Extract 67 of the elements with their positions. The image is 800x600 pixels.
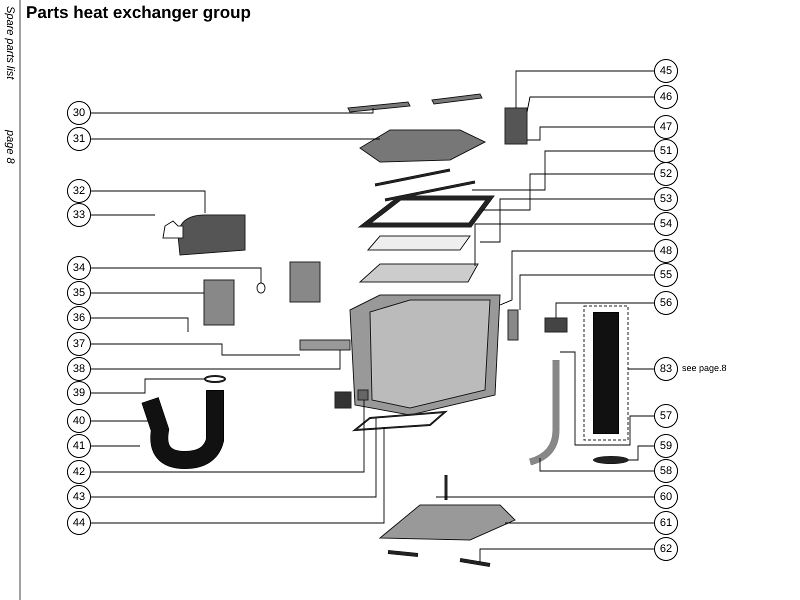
leader-line [480, 198, 654, 242]
callout-number: 46 [654, 85, 678, 109]
leader-line [90, 214, 156, 216]
callout-number: 55 [654, 263, 678, 287]
callout-number: 42 [67, 460, 91, 484]
leader-line [90, 350, 340, 370]
callout-number: 51 [654, 139, 678, 163]
leader-line [560, 352, 654, 446]
leader-line [504, 522, 654, 524]
leader-line [90, 418, 376, 498]
leader-line [90, 268, 262, 284]
leader-line [474, 224, 654, 266]
callout-number: 61 [654, 511, 678, 535]
leader-line [540, 458, 654, 472]
callout-number: 31 [67, 127, 91, 151]
callout-number: 59 [654, 434, 678, 458]
leader-line [90, 138, 380, 140]
callout-number: 41 [67, 434, 91, 458]
callout-number: 38 [67, 357, 91, 381]
leader-line [526, 126, 654, 140]
leader-line [90, 344, 300, 356]
leader-line [556, 302, 654, 318]
leader-line [90, 400, 364, 472]
leader-line [526, 96, 654, 112]
callout-number: 44 [67, 511, 91, 535]
callout-number: 52 [654, 162, 678, 186]
leader-line [90, 420, 148, 422]
leader-line [628, 368, 654, 370]
callout-number: 39 [67, 381, 91, 405]
callout-number: 45 [654, 59, 678, 83]
callout-number: 57 [654, 404, 678, 428]
page-reference: see page.8 [682, 363, 727, 373]
leader-line [90, 190, 206, 214]
callout-number: 58 [654, 459, 678, 483]
callout-number: 35 [67, 281, 91, 305]
callout-number: 32 [67, 179, 91, 203]
callout-number: 54 [654, 212, 678, 236]
callout-number: 30 [67, 101, 91, 125]
callout-number: 33 [67, 203, 91, 227]
callout-number: 53 [654, 187, 678, 211]
leader-line [90, 292, 204, 294]
callout-number: 40 [67, 409, 91, 433]
leader-line [472, 150, 654, 190]
callout-number: 34 [67, 256, 91, 280]
leader-line [516, 70, 654, 108]
leader-line [628, 446, 654, 460]
leader-line [520, 274, 654, 310]
callout-number: 62 [654, 537, 678, 561]
callout-number: 47 [654, 115, 678, 139]
callout-number: 48 [654, 239, 678, 263]
leader-line [436, 496, 654, 498]
callout-number: 43 [67, 485, 91, 509]
leader-line [480, 548, 654, 562]
callout-number: 37 [67, 332, 91, 356]
side-note: Spare parts list [4, 6, 16, 80]
leader-line [500, 250, 654, 306]
leader-line [90, 108, 374, 114]
callout-number: 60 [654, 485, 678, 509]
callout-number: 36 [67, 306, 91, 330]
leader-line [90, 426, 384, 524]
callout-number: 56 [654, 291, 678, 315]
diagram-title: Parts heat exchanger group [26, 3, 251, 23]
side-note: page 8 [4, 130, 16, 164]
leader-line [482, 174, 654, 210]
leader-line [90, 378, 206, 394]
leader-line [90, 318, 188, 332]
callout-number: 83 [654, 357, 678, 381]
